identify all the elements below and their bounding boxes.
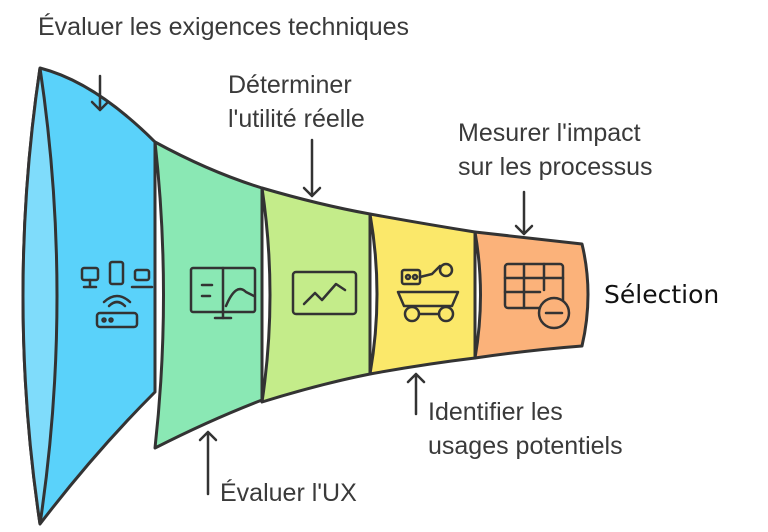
arrow-stage-4 <box>406 372 426 416</box>
label-stage-1: Évaluer les exigences techniques <box>38 13 410 41</box>
devices-router-icon <box>80 260 154 329</box>
funnel-stage-5 <box>473 230 590 360</box>
label-stage-3: Déterminer l'utilité réelle <box>228 71 365 133</box>
monitor-ux-icon <box>189 266 257 320</box>
robot-vehicle-icon <box>396 262 460 323</box>
label-stage-5: Mesurer l'impact sur les processus <box>458 119 653 181</box>
arrow-stage-5 <box>514 190 534 236</box>
funnel-rim <box>21 67 59 525</box>
arrow-stage-2 <box>198 430 218 496</box>
label-stage-4: Identifier les usages potentiels <box>428 398 623 460</box>
table-minus-icon <box>503 262 571 330</box>
label-result: Sélection <box>604 280 720 309</box>
chart-line-icon <box>291 270 358 316</box>
arrow-stage-3 <box>302 138 322 198</box>
arrow-stage-1 <box>90 74 110 112</box>
funnel-stage-4 <box>368 212 477 376</box>
label-stage-2: Évaluer l'UX <box>220 479 357 507</box>
